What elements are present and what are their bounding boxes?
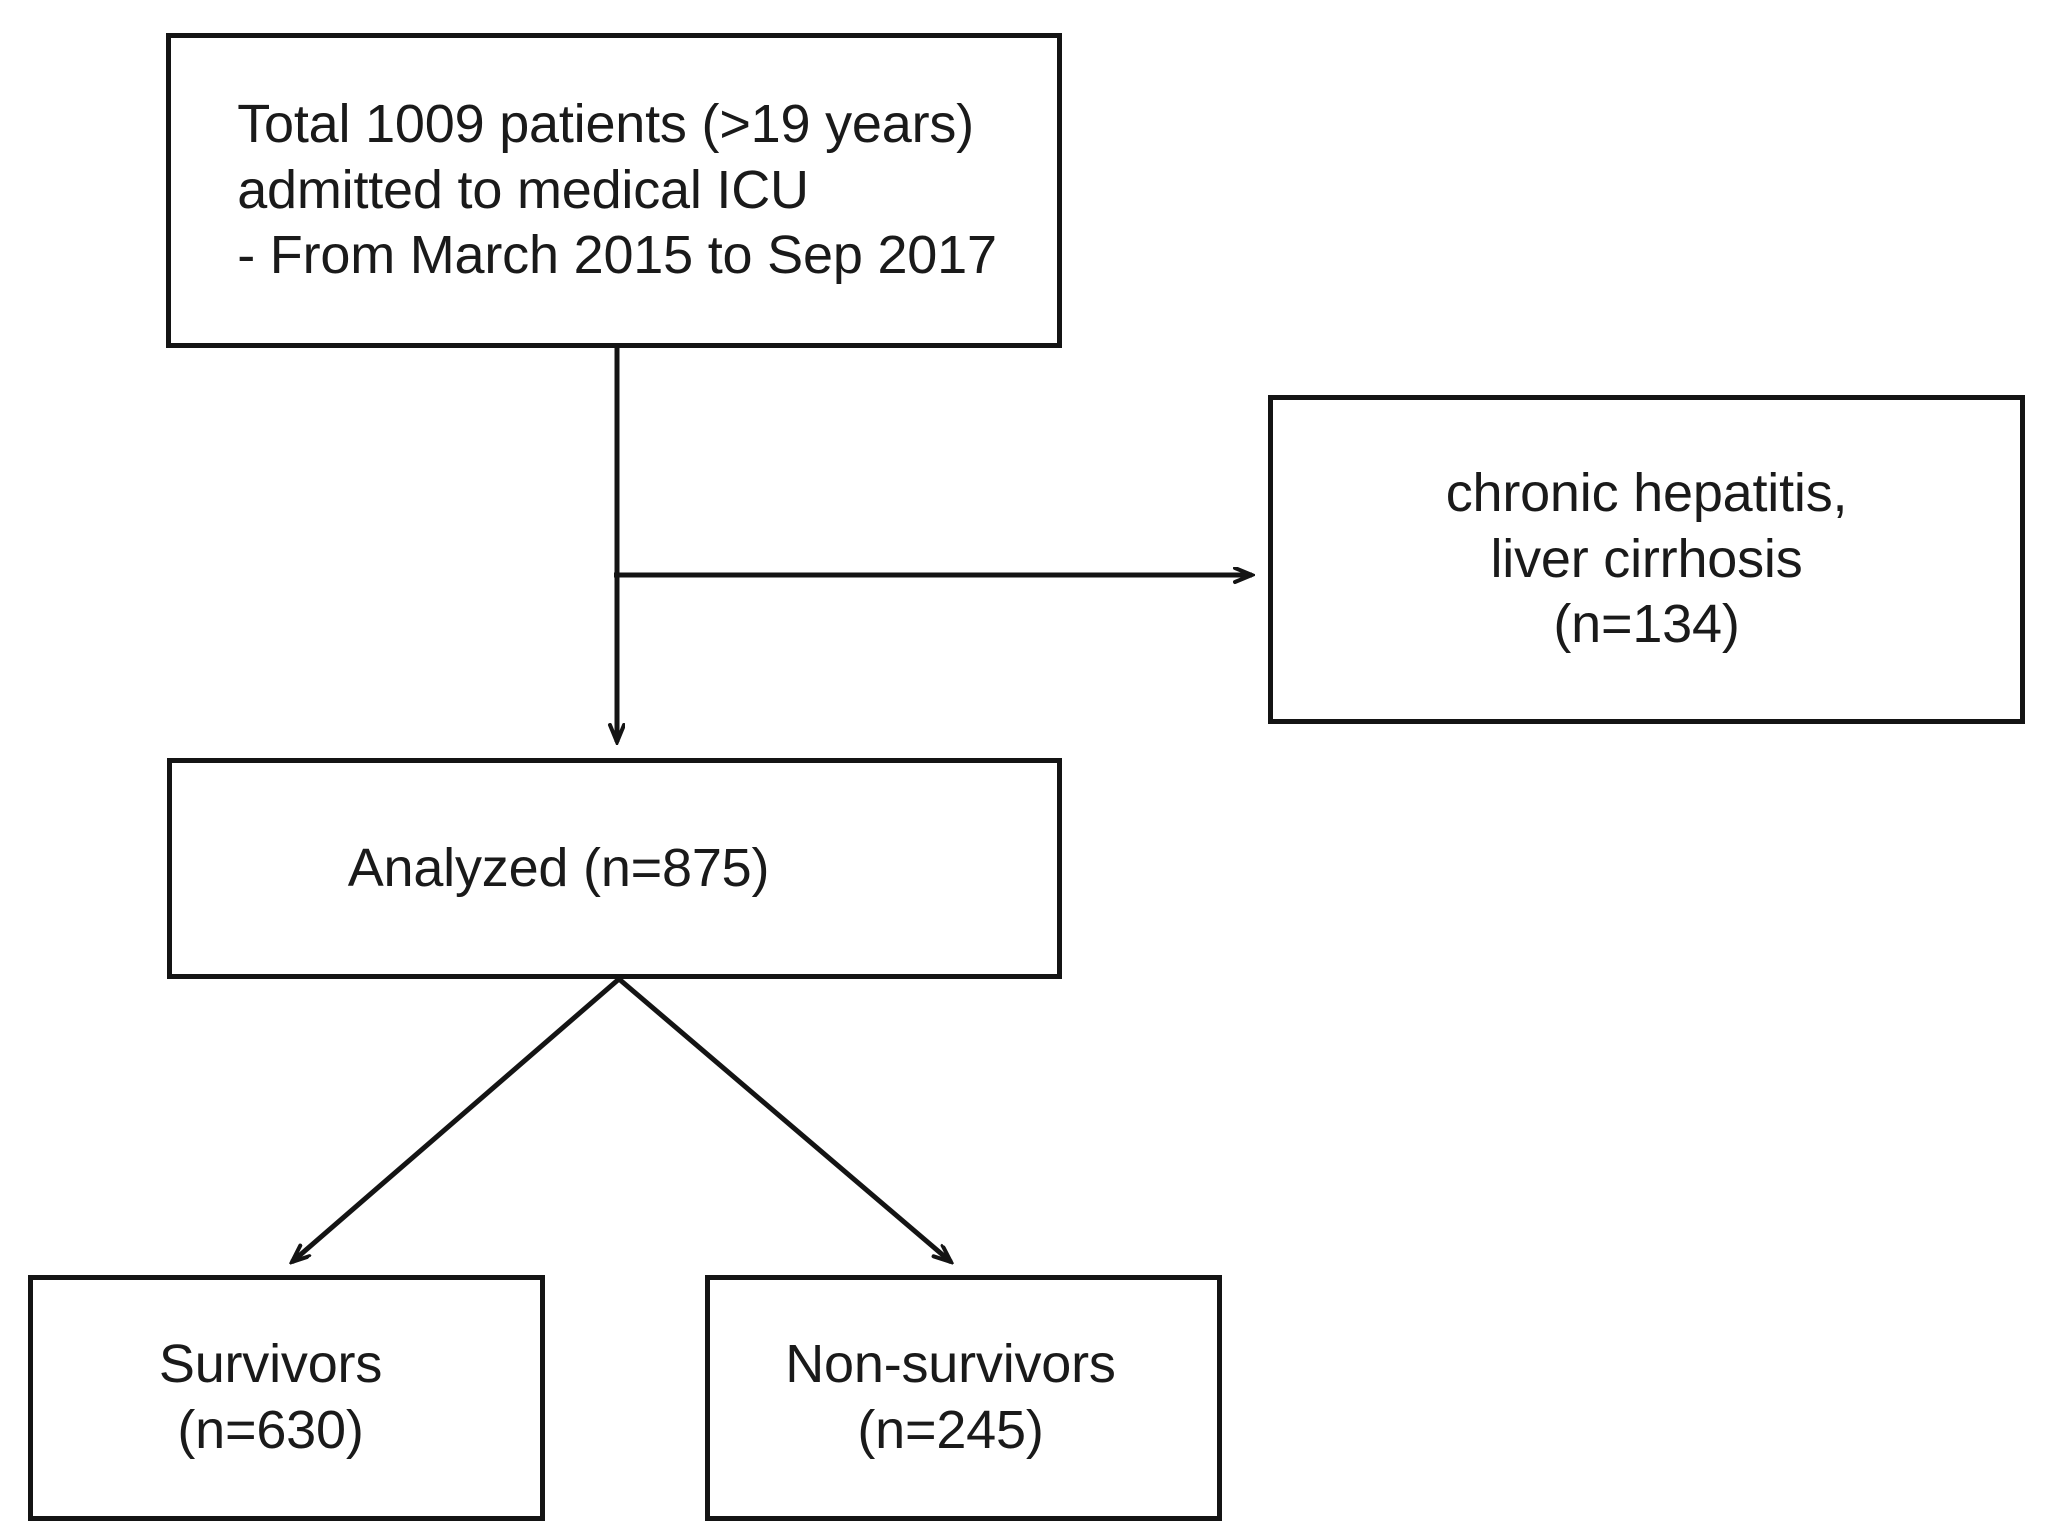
non-survivors-box: Non-survivors (n=245) <box>705 1275 1222 1521</box>
survivors-box: Survivors (n=630) <box>28 1275 545 1521</box>
analyzed-box: Analyzed (n=875) <box>167 758 1062 979</box>
excluded-label: chronic hepatitis, liver cirrhosis (n=13… <box>1445 462 1848 655</box>
edge-analyzed-to-nonsurvivors <box>617 977 951 1262</box>
non-survivors-label: Non-survivors (n=245) <box>785 1334 1116 1460</box>
edge-analyzed-to-survivors <box>292 977 621 1262</box>
excluded-box: chronic hepatitis, liver cirrhosis (n=13… <box>1268 395 2025 724</box>
survivors-label: Survivors (n=630) <box>158 1334 383 1460</box>
total-patients-label: Total 1009 patients (>19 years) admitted… <box>237 93 997 286</box>
total-patients-box: Total 1009 patients (>19 years) admitted… <box>166 33 1062 348</box>
analyzed-label: Analyzed (n=875) <box>347 837 770 898</box>
